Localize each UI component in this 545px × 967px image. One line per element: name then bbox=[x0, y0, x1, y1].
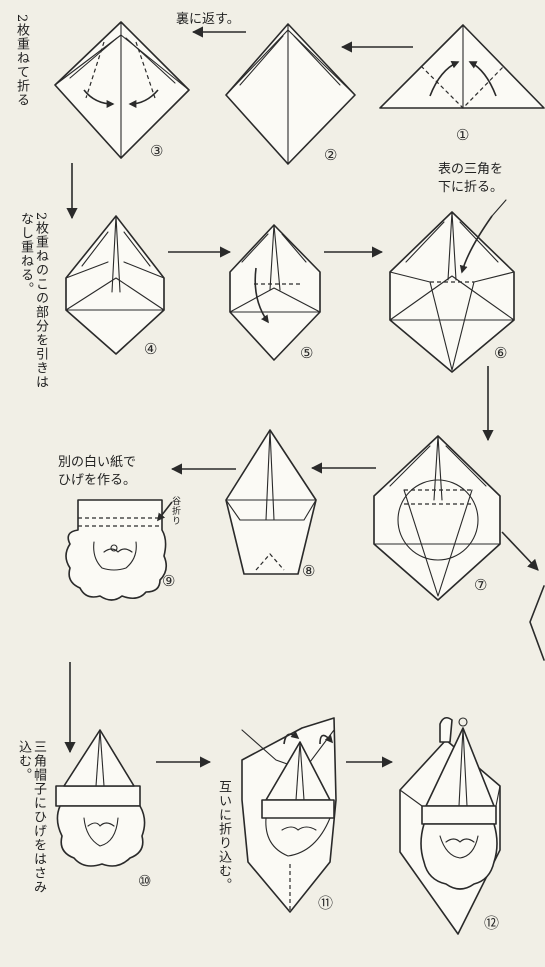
arrow-step7-to-next bbox=[502, 532, 538, 570]
label-insert-beard: 三角帽子にひげをはさみ込む。 bbox=[8, 740, 46, 900]
step-11-figure bbox=[242, 718, 336, 912]
label-valley-fold: 谷折り bbox=[170, 496, 180, 526]
step-number-11: ⑪ bbox=[318, 894, 333, 912]
step-4-figure bbox=[66, 216, 164, 354]
step-number-4: ④ bbox=[144, 340, 157, 358]
step-8-figure bbox=[226, 430, 316, 574]
step-number-7: ⑦ bbox=[474, 576, 487, 594]
partial-figure-edge bbox=[530, 586, 544, 660]
label-front-triangle-line1: 表の三角を bbox=[438, 162, 503, 177]
label-turn-over: 裏に返す。 bbox=[176, 12, 240, 27]
label-front-triangle-line2: 下に折る。 bbox=[438, 180, 503, 195]
step-number-10: ⑩ bbox=[138, 872, 151, 890]
label-fold-two-layers: 2枚重ねて折る bbox=[14, 14, 29, 164]
step-number-5: ⑤ bbox=[300, 344, 313, 362]
label-fold-each-other: 互いに折り込む。 bbox=[216, 780, 231, 900]
step-1-figure bbox=[380, 25, 544, 108]
step-12-figure bbox=[400, 718, 500, 934]
step-number-3: ③ bbox=[150, 142, 163, 160]
label-white-paper-line1: 別の白い紙で bbox=[58, 454, 136, 470]
step-9-figure bbox=[66, 500, 172, 600]
step-2-figure bbox=[226, 24, 355, 164]
step-5-figure bbox=[230, 225, 320, 360]
label-pull-apart: 2枚重ねのこの部分を引きはなし重ねる。 bbox=[10, 212, 48, 402]
step-number-8: ⑧ bbox=[302, 562, 315, 580]
label-white-paper-line2: ひげを作る。 bbox=[58, 473, 136, 488]
step-number-9: ⑨ bbox=[162, 572, 175, 590]
step-number-12: ⑫ bbox=[484, 914, 499, 932]
step-number-2: ② bbox=[324, 146, 337, 164]
step-number-1: ① bbox=[456, 126, 469, 144]
step-3-figure bbox=[55, 22, 189, 158]
step-number-6: ⑥ bbox=[494, 344, 507, 362]
